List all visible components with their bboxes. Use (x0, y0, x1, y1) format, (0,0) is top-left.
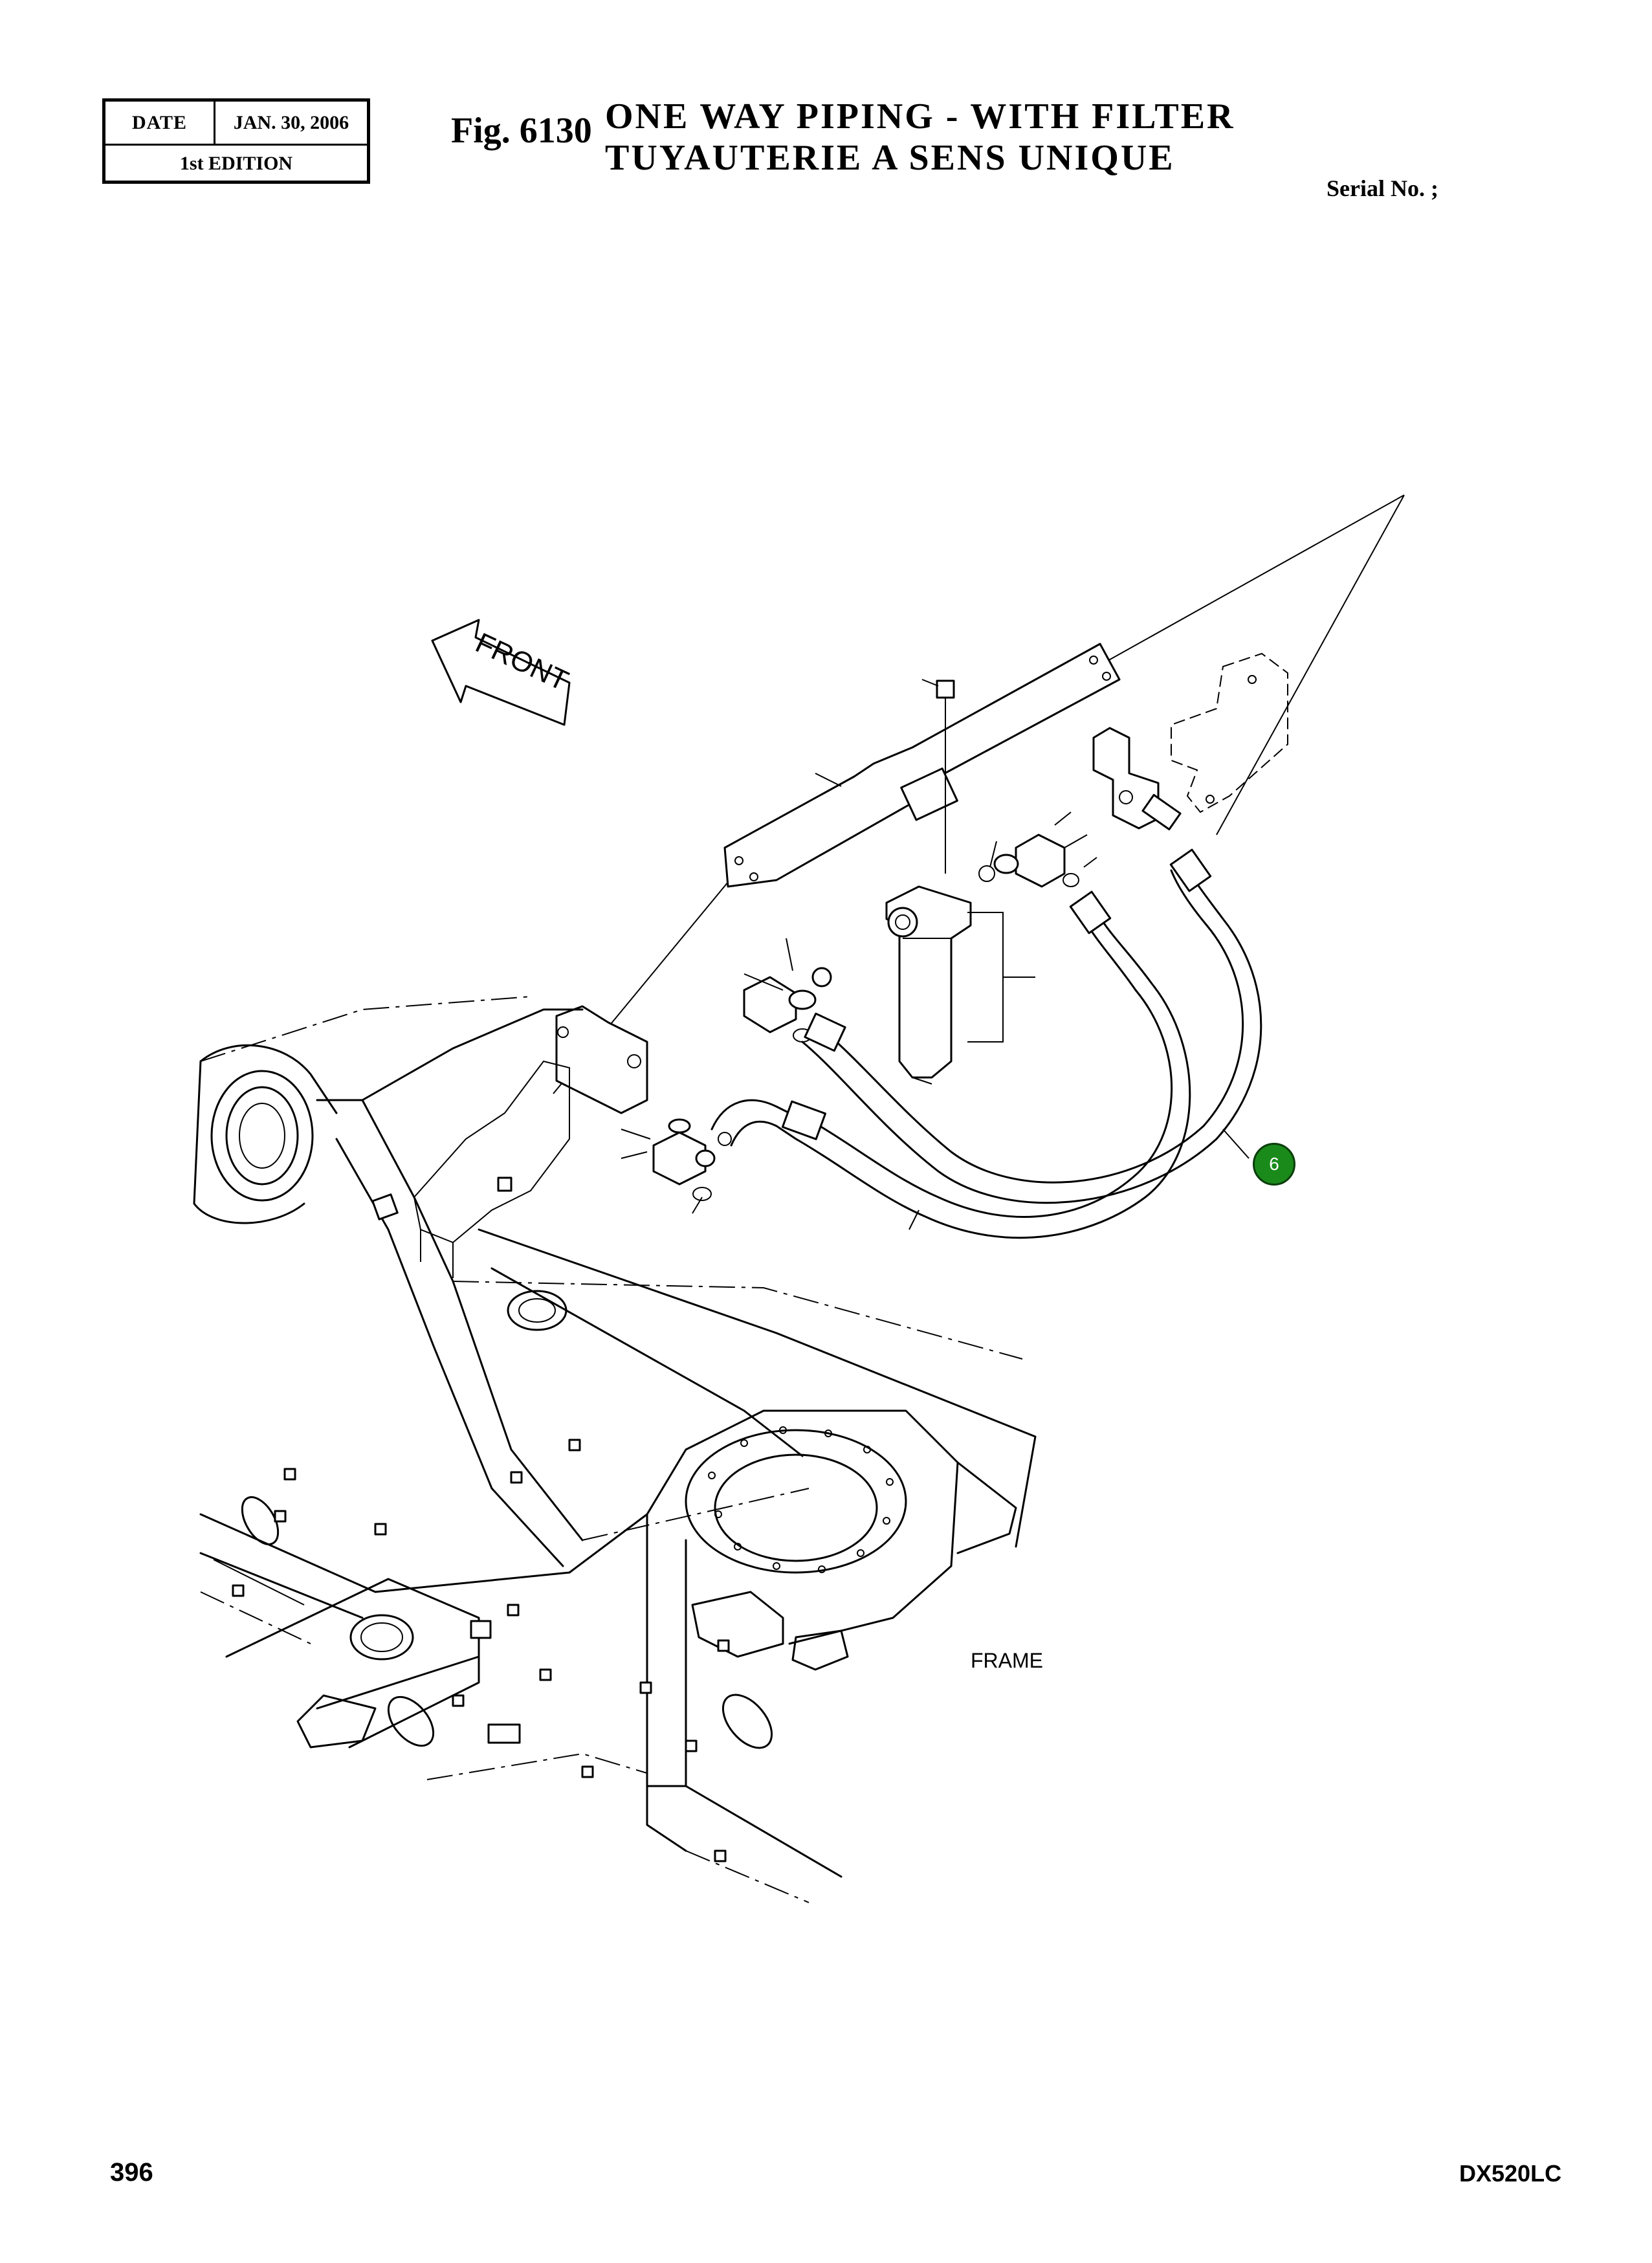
frame-label: FRAME (971, 1649, 1043, 1672)
bolt-icon (936, 679, 955, 874)
model-name: DX520LC (1459, 2160, 1562, 2187)
date-label: DATE (105, 102, 215, 144)
page-number: 396 (110, 2158, 153, 2187)
callout-leader (1222, 1129, 1250, 1159)
valve-block (555, 1005, 648, 1114)
frame-chassis (193, 996, 1037, 1903)
figure-number: Fig. 6130 (451, 111, 592, 151)
date-box: DATE JAN. 30, 2006 1st EDITION (102, 98, 370, 184)
title-french: TUYAUTERIE A SENS UNIQUE (605, 138, 1175, 178)
leader-ticks (621, 679, 1097, 1230)
edition-label: 1st EDITION (179, 153, 293, 174)
filter-assembly (885, 885, 1035, 1085)
valve-assembly (1092, 727, 1182, 831)
callout-6[interactable]: 6 (1253, 1143, 1295, 1186)
title-english: ONE WAY PIPING - WITH FILTER (605, 96, 1235, 137)
front-arrow-icon: FRONT (431, 619, 573, 726)
elbow-fitting (743, 938, 832, 1043)
side-bracket (1171, 652, 1288, 813)
serial-number: Serial No. ; (1327, 175, 1438, 201)
date-value: JAN. 30, 2006 (233, 111, 349, 133)
hose-lines (710, 848, 1262, 1239)
elbow-fitting (978, 833, 1088, 888)
mounting-bracket (723, 643, 1121, 888)
chassis-mount-bracket (413, 1060, 570, 1278)
date-row: DATE JAN. 30, 2006 (105, 102, 367, 146)
tee-fitting (621, 1118, 732, 1214)
leader-line (1216, 494, 1405, 835)
